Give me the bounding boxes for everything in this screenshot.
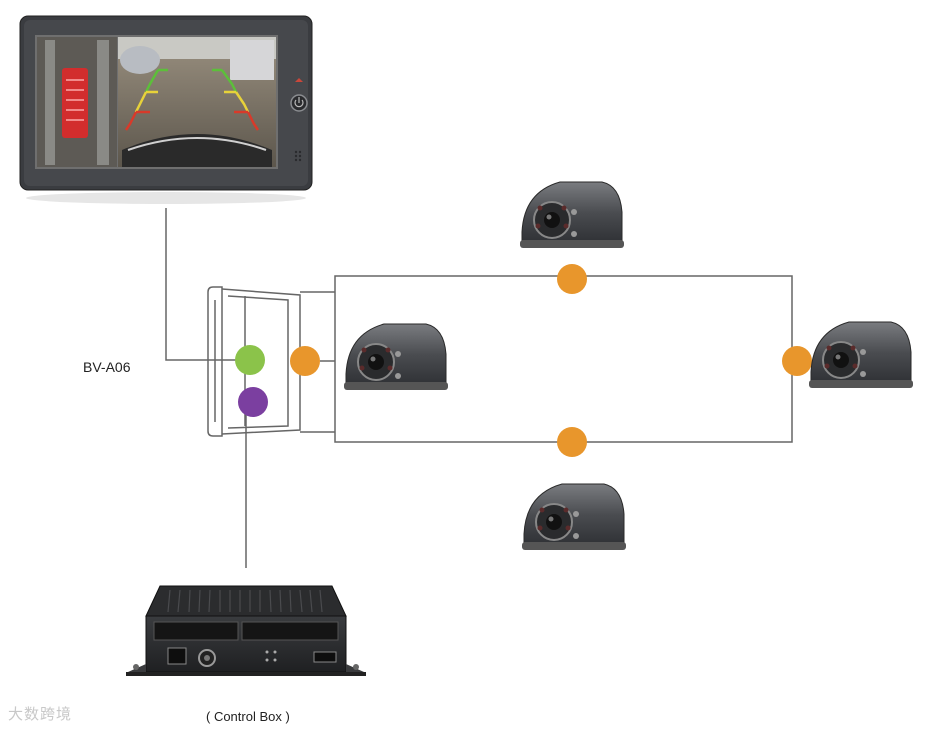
back-arrow-icon	[295, 78, 303, 82]
parking-guide-lines	[124, 68, 260, 131]
wiring	[165, 208, 335, 568]
node-top-camera	[557, 264, 587, 294]
camera-front	[344, 323, 448, 390]
module-label: BV-A06	[83, 359, 131, 375]
hdmi-port-icon	[313, 651, 337, 663]
node-front-camera	[290, 346, 320, 376]
camera-rear	[809, 321, 913, 388]
node-rear-camera	[782, 346, 812, 376]
camera-top	[520, 181, 624, 248]
control-box	[126, 585, 366, 676]
node-bottom-camera	[557, 427, 587, 457]
status-leds-icon	[265, 650, 277, 662]
watermark: 大数跨境	[8, 705, 73, 723]
camera-bottom	[522, 483, 626, 550]
ethernet-port-icon	[167, 647, 187, 665]
monitor	[19, 15, 313, 204]
video-output-port	[235, 345, 265, 375]
monitor-screen	[35, 35, 278, 169]
control-box-label: ( Control Box )	[206, 709, 290, 724]
car-top-view	[62, 68, 88, 138]
speaker-grille-icon	[294, 150, 302, 162]
control-port	[238, 387, 268, 417]
